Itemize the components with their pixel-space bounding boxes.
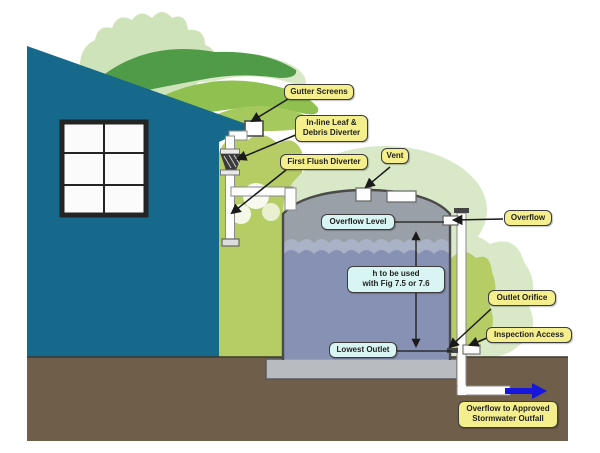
first-flush-arrow <box>230 169 287 215</box>
gutter-assembly <box>220 120 297 247</box>
label-pointer-arrows <box>230 98 504 349</box>
inspection-access-arrow <box>468 336 488 347</box>
vent-arrow <box>364 166 391 189</box>
outlet-orifice-fitting <box>447 348 458 353</box>
overflow-pipe-corner <box>458 385 466 395</box>
overflow-pipe-vertical <box>456 212 467 390</box>
label-inline-leaf-debris-diverter: In-line Leaf & Debris Diverter <box>295 115 368 142</box>
overflow-pipe-cap <box>454 208 469 213</box>
outlet-orifice-arrow <box>448 308 492 349</box>
label-stormwater-outfall: Overflow to Approved Stormwater Outfall <box>458 401 558 428</box>
gutter-screens-arrow <box>250 98 289 123</box>
base-slab <box>265 358 458 380</box>
house <box>27 46 252 357</box>
tank-inlet-elbow <box>284 187 297 211</box>
label-first-flush-diverter: First Flush Diverter <box>280 154 368 171</box>
diverter-flange-top <box>220 148 240 155</box>
bush-highlight <box>262 203 280 221</box>
leaf-diverter-arrow <box>236 133 299 161</box>
label-lowest-outlet: Lowest Outlet <box>329 342 397 359</box>
inspection-access-stub <box>462 344 481 355</box>
funnel-hatch <box>223 155 232 169</box>
first-flush-pipe-cap <box>221 238 240 247</box>
label-vent: Vent <box>381 148 409 165</box>
diverter-flange-bottom <box>220 169 240 176</box>
label-overflow: Overflow <box>504 210 552 227</box>
funnel-hatch <box>228 154 237 168</box>
label-gutter-screens: Gutter Screens <box>284 84 354 101</box>
label-h-measurement: h to be used with Fig 7.5 or 7.6 <box>347 266 445 293</box>
label-inspection-access: Inspection Access <box>486 327 572 344</box>
vent-pipe <box>355 187 372 202</box>
label-outlet-orifice: Outlet Orifice <box>488 290 556 307</box>
label-overflow-level: Overflow Level <box>321 214 395 231</box>
access-hatch <box>386 190 417 203</box>
blue-flow-arrow <box>505 383 547 399</box>
window <box>59 119 149 218</box>
dark-frond <box>88 48 297 98</box>
gutter-box <box>244 120 264 137</box>
overflow-arrow <box>451 214 504 226</box>
